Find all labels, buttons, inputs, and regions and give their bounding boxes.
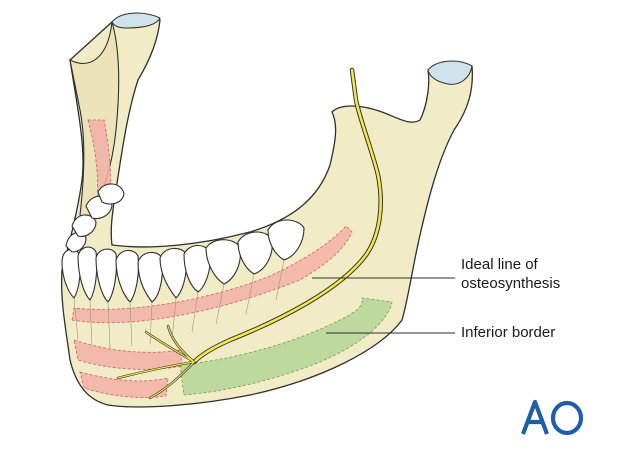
label-ideal-line-of-osteosynthesis: Ideal line of osteosynthesis [461, 255, 560, 293]
tooth [267, 219, 305, 261]
tooth [237, 231, 273, 275]
tooth [115, 249, 140, 303]
right-condyle-cap [427, 60, 473, 85]
left-condyle-cap [111, 12, 161, 29]
red-zone-upper-band [71, 225, 353, 324]
tooth [95, 248, 118, 303]
ao-logo [521, 399, 584, 436]
tooth [159, 247, 188, 299]
mental-nerve-branches-fill [117, 325, 195, 399]
tooth [71, 214, 97, 237]
green-zone-inferior-border [179, 297, 393, 396]
red-zone-chin [79, 371, 169, 398]
tooth-roots [73, 259, 285, 349]
tooth [97, 183, 125, 205]
inferior-alveolar-nerve-fill [192, 68, 382, 364]
tooth [137, 251, 164, 303]
label-ideal-line-2: osteosynthesis [461, 275, 561, 292]
tooth [77, 246, 98, 301]
label-inferior-border: Inferior border [461, 324, 556, 341]
tooth [183, 244, 211, 293]
red-zone-lower-band [73, 339, 183, 370]
tooth [205, 239, 241, 285]
teeth [61, 183, 305, 303]
label-ideal-line-1: Ideal line of [461, 256, 538, 273]
tooth [65, 231, 87, 253]
